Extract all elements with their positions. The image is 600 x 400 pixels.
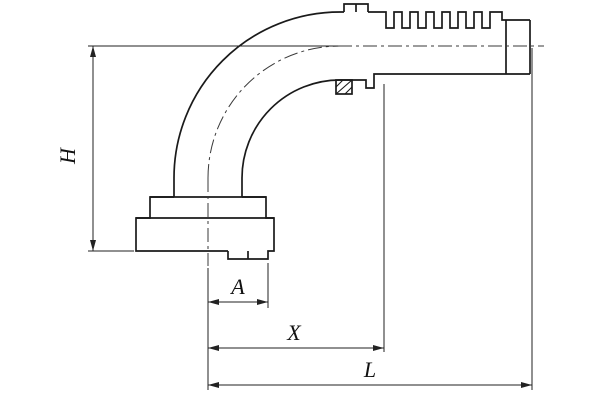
elbow-inner-line [241, 79, 341, 197]
dimensions: H A X [55, 45, 533, 390]
l-dimension-label: L [363, 357, 376, 382]
elbow-arc-centerline [207, 45, 341, 179]
h-arrow-up [90, 46, 96, 57]
h-dimension-label: H [55, 147, 80, 165]
hose-barb-profile [368, 11, 530, 29]
x-arrow-right [373, 345, 384, 351]
fitting-outline [135, 3, 531, 260]
elbow-outer-line [173, 11, 341, 197]
dimension-A: A [208, 263, 269, 308]
dimension-X: X [208, 84, 385, 352]
x-dimension-label: X [286, 320, 302, 345]
o-ring-hatch-lines [335, 79, 353, 95]
flange-pilot-profile [227, 196, 275, 260]
dimension-H: H [55, 45, 338, 252]
nipple-bottom-line [340, 73, 530, 89]
collar-outline [340, 3, 369, 13]
centerlines [207, 45, 544, 266]
a-arrow-right [257, 299, 268, 305]
a-arrow-left [208, 299, 219, 305]
a-dimension-label: A [229, 274, 245, 299]
dimension-L: L [208, 48, 533, 390]
l-arrow-right [521, 382, 532, 388]
l-arrow-left [208, 382, 219, 388]
flange-left-profile [135, 196, 228, 252]
x-arrow-left [208, 345, 219, 351]
h-arrow-down [90, 240, 96, 251]
